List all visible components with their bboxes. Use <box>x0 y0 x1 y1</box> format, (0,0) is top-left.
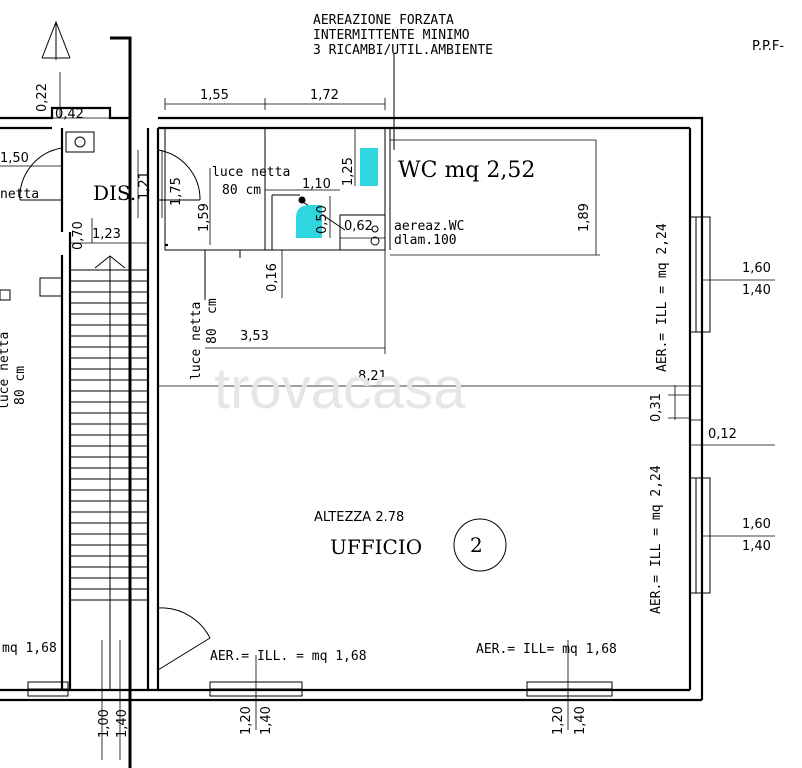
note-line-3: 3 RICAMBI/UTIL.AMBIENTE <box>313 43 493 58</box>
dim-160b: 1,60 <box>742 517 771 532</box>
small-shaft <box>65 131 95 153</box>
dim-175: 1,75 <box>169 177 184 206</box>
dim-110: 1,10 <box>302 177 331 192</box>
window-right-top <box>689 216 711 333</box>
window-right-bottom <box>689 477 711 594</box>
wc-toilet <box>296 205 322 238</box>
dim-121: 1,21 <box>137 171 152 200</box>
dim-062: 0,62 <box>344 219 373 234</box>
note-line-2: INTERMITTENTE MINIMO <box>313 28 470 43</box>
aer-ill-right-top: AER.= ILL = mq 2,24 <box>655 223 670 372</box>
entrance-door <box>157 607 211 671</box>
luce-netta-vertical: luce netta <box>189 302 204 380</box>
dimension-lines <box>0 72 775 760</box>
dim-016: 0,16 <box>265 263 280 292</box>
aer-ill-bottom-right: AER.= ILL= mq 1,68 <box>476 642 617 657</box>
dim-189: 1,89 <box>577 203 592 232</box>
wc-room-label: WC mq 2,52 <box>398 158 535 183</box>
window-bottom-right <box>526 681 613 697</box>
dim-821: 8,21 <box>358 369 387 384</box>
aer-ill-left: mq 1,68 <box>2 641 57 656</box>
dim-031: 0,31 <box>649 393 664 422</box>
aereaz-wc-label: aereaz.WC <box>394 219 464 234</box>
left-luce-netta: luce netta <box>0 332 12 410</box>
dlam-label: dlam.100 <box>394 233 457 248</box>
dim-140b: 1,40 <box>742 539 771 554</box>
dim-012: 0,12 <box>708 427 737 442</box>
dim-125: 1,25 <box>341 157 356 186</box>
office-height-label: ALTEZZA 2.78 <box>314 510 404 525</box>
dim-070: 0,70 <box>71 221 86 250</box>
wc-vent-icon <box>370 236 380 246</box>
cm80-label: 80 cm <box>222 183 261 198</box>
exterior-walls <box>0 106 704 702</box>
office-room-number: 2 <box>470 533 483 557</box>
north-arrow-icon <box>41 20 71 60</box>
luce-netta-label: luce netta <box>212 165 290 180</box>
bottom-dim-140b: 1,40 <box>259 706 274 735</box>
dim-140a: 1,40 <box>742 283 771 298</box>
aer-ill-right-bottom: AER.= ILL = mq 2,24 <box>649 465 664 614</box>
dim-159: 1,59 <box>197 203 212 232</box>
dim-050: 0,50 <box>315 205 330 234</box>
bottom-dim-140c: 1,40 <box>573 706 588 735</box>
window-bottom-far-left <box>27 681 69 697</box>
dim-155: 1,55 <box>200 88 229 103</box>
office-room-label: UFFICIO <box>330 535 422 559</box>
dim-172: 1,72 <box>310 88 339 103</box>
left-stub <box>0 289 11 301</box>
dim-123: 1,23 <box>92 227 121 242</box>
staircase <box>70 269 148 601</box>
wc-vent-icon-2 <box>371 225 379 233</box>
room-number-circle <box>453 518 507 572</box>
dim-160a: 1,60 <box>742 261 771 276</box>
bottom-dim-120b: 1,20 <box>551 706 566 735</box>
watermark: trovacasa <box>214 356 466 421</box>
section-cut-line <box>110 36 132 768</box>
bottom-dim-100: 1,00 <box>97 709 112 738</box>
dim-353: 3,53 <box>240 329 269 344</box>
note-line-1: AEREAZIONE FORZATA <box>313 13 454 28</box>
dim-022: 0,22 <box>35 83 50 112</box>
dim-042: 0,42 <box>55 107 84 122</box>
left-pillar <box>39 277 63 297</box>
left-80cm: 80 cm <box>13 366 28 405</box>
dim-150: 1,50 <box>0 151 29 166</box>
wc-wash-basin <box>360 148 378 186</box>
floor-code: P.P.F- <box>752 39 784 54</box>
wc-drain-icon <box>298 196 306 204</box>
cm-vertical: cm <box>205 298 220 314</box>
cm80-vertical: 80 <box>205 328 220 344</box>
aer-ill-bottom-mid: AER.= ILL. = mq 1,68 <box>210 649 367 664</box>
bottom-dim-120a: 1,20 <box>239 706 254 735</box>
bottom-dim-140a: 1,40 <box>115 709 130 738</box>
interior-partitions <box>164 128 391 300</box>
dis-room-label: DIS. <box>93 181 136 205</box>
netta-fragment: netta <box>0 187 39 202</box>
